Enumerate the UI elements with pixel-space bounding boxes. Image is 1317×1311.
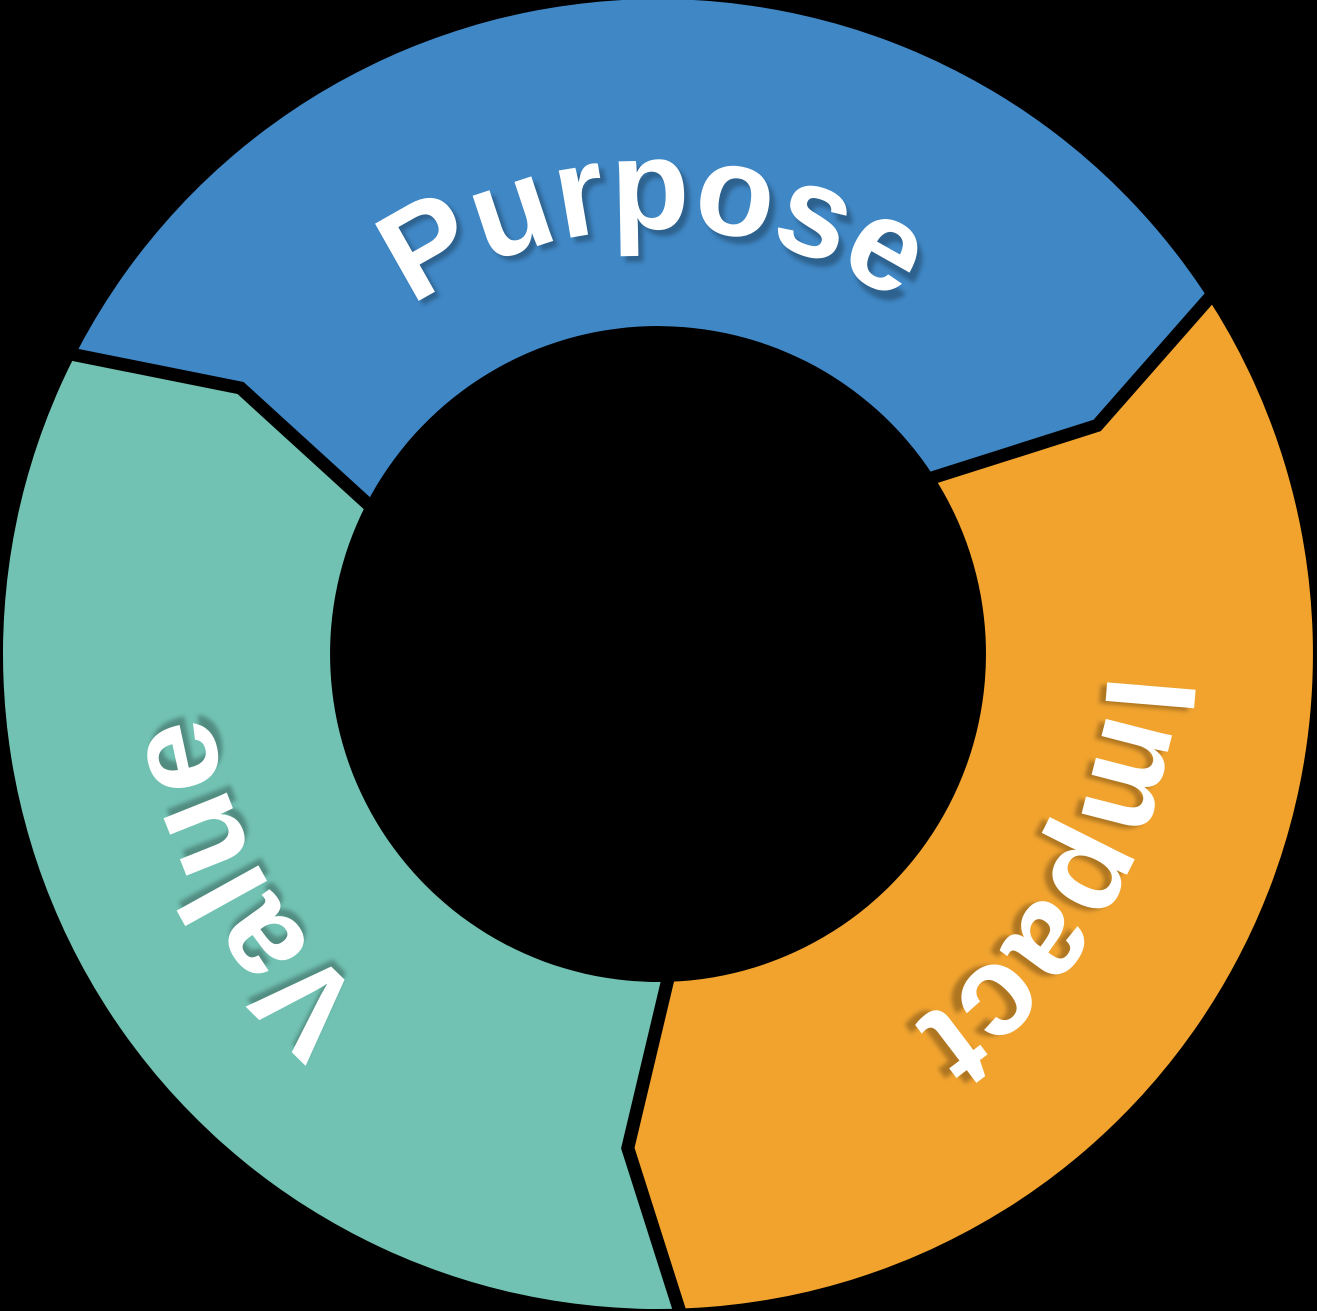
segment-value	[2, 356, 681, 1310]
divider-impact-value	[621, 972, 687, 1311]
divider-value-purpose	[66, 347, 378, 514]
segment-purpose	[74, 0, 1208, 506]
segment-divider-group	[66, 289, 1219, 1311]
divider-purpose-impact	[924, 289, 1219, 486]
segment-impact	[627, 297, 1313, 1309]
